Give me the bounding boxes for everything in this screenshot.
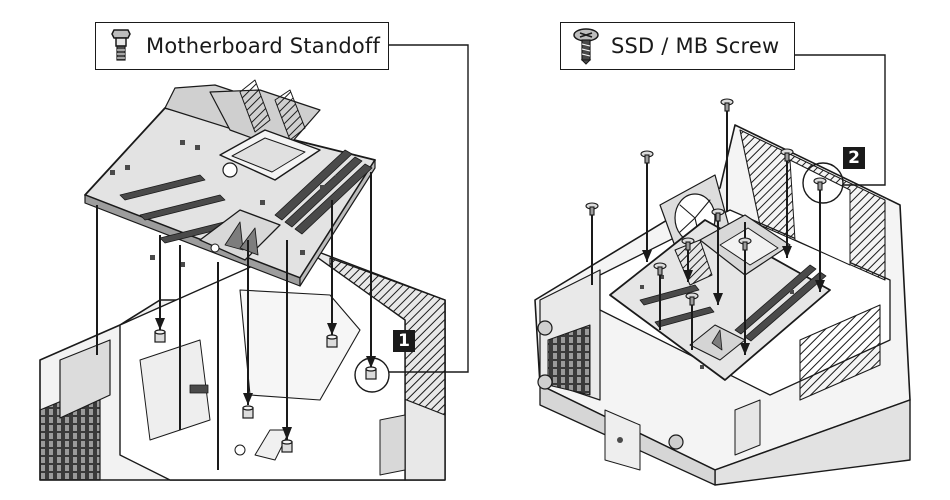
screw-c: [720, 98, 734, 112]
screw-d: [780, 148, 794, 162]
screw-b: [640, 150, 654, 164]
standoff-5: [365, 366, 377, 380]
callout-circle-2: [802, 162, 844, 204]
screw-label-box: SSD / MB Screw: [560, 22, 795, 70]
screw-j: [685, 292, 699, 306]
screw-g: [738, 237, 752, 251]
arrow-heads-right: [642, 246, 825, 355]
step-badge-1: 1: [393, 330, 415, 352]
standoff-2: [242, 405, 254, 419]
alignment-lines-left: [96, 172, 372, 470]
standoff-label-box: Motherboard Standoff: [95, 22, 389, 70]
standoff-label-text: Motherboard Standoff: [146, 34, 381, 58]
standoffs-left: [154, 329, 377, 453]
standoff-1: [154, 329, 166, 343]
screw-e: [813, 177, 827, 191]
screw-i: [653, 262, 667, 276]
motherboard-left: [84, 79, 376, 287]
screw-icon: [573, 28, 599, 65]
screw-h: [681, 237, 695, 251]
callout-2: [795, 54, 886, 204]
callout-circle-1: [354, 357, 390, 393]
standoff-4: [326, 334, 338, 348]
screw-label-text: SSD / MB Screw: [611, 34, 780, 58]
step-badge-2: 2: [843, 147, 865, 169]
screws-right: [585, 98, 827, 306]
leader-line-2: [795, 54, 886, 186]
callout-1: [354, 44, 469, 393]
left-panel-case-open: [39, 244, 446, 481]
screw-a: [585, 202, 599, 216]
screw-f: [711, 208, 725, 222]
standoff-3: [281, 439, 293, 453]
standoff-icon: [111, 29, 131, 61]
leader-line-1: [389, 44, 469, 373]
front-vents-right: [547, 324, 591, 396]
